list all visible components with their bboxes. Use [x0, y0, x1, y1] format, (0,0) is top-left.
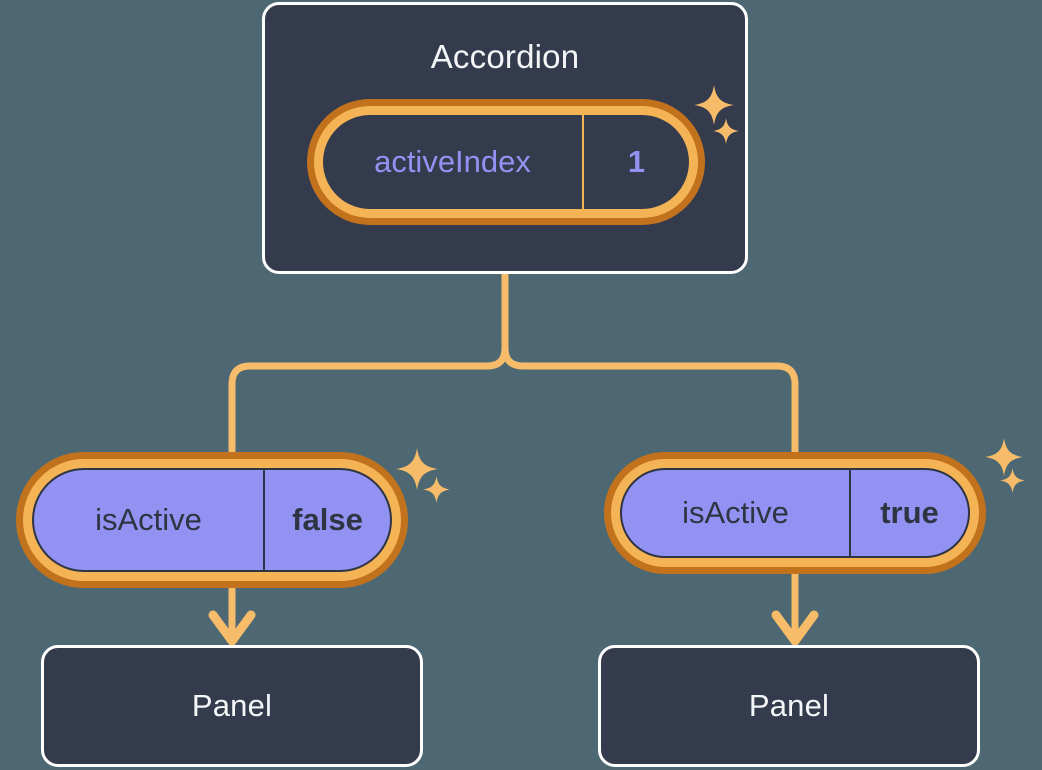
- prop-pill-is-active-true[interactable]: isActive true: [604, 452, 986, 574]
- sparkle-icon: [396, 448, 438, 490]
- wire-to-right-pill: [501, 270, 799, 456]
- arrowhead-right-icon: [771, 610, 819, 646]
- pill-body: isActive true: [620, 468, 970, 558]
- state-key-label: activeIndex: [374, 144, 531, 179]
- pill-inner-ring: isActive true: [611, 459, 979, 567]
- prop-pill-is-active-false[interactable]: isActive false: [16, 452, 408, 588]
- pill-inner-ring: activeIndex 1: [314, 106, 698, 218]
- panel-title: Panel: [191, 688, 273, 723]
- pill-inner-ring: isActive false: [23, 459, 401, 581]
- sparkle-icon: [1000, 468, 1025, 493]
- arrowhead-left-icon: [208, 610, 256, 646]
- prop-value-label: true: [849, 470, 968, 556]
- accordion-title: Accordion: [430, 38, 580, 75]
- wire-to-left-pill: [228, 270, 509, 456]
- panel-title: Panel: [748, 688, 830, 723]
- pill-body: activeIndex 1: [323, 115, 689, 209]
- prop-key-label: isActive: [682, 495, 789, 530]
- panel-component-card-left[interactable]: Panel: [41, 645, 423, 767]
- prop-value-label: false: [263, 470, 390, 570]
- prop-key-label: isActive: [95, 502, 202, 537]
- state-pill-active-index[interactable]: activeIndex 1: [307, 99, 705, 225]
- panel-component-card-right[interactable]: Panel: [598, 645, 980, 767]
- sparkle-icon: [423, 476, 450, 503]
- pill-body: isActive false: [32, 468, 392, 572]
- sparkle-icon: [985, 438, 1023, 476]
- state-value-label: 1: [582, 115, 689, 209]
